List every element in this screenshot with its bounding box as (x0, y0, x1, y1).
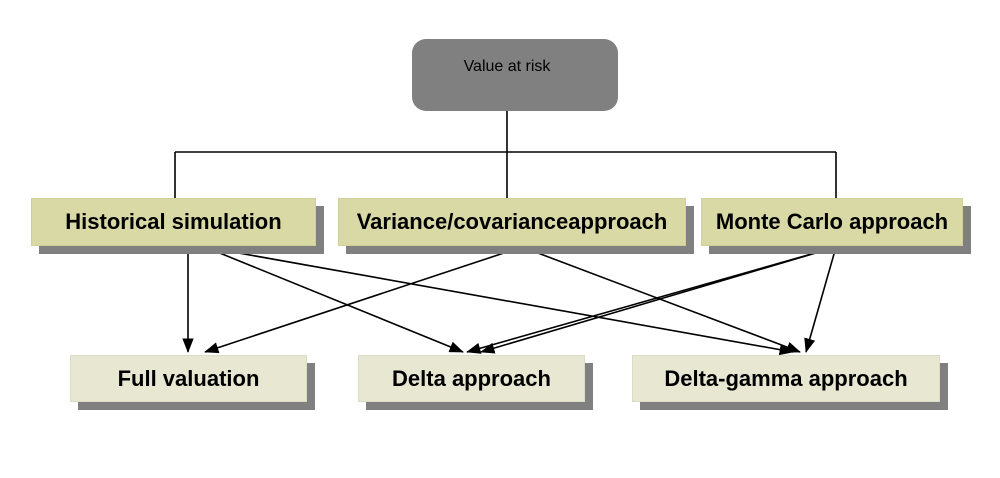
arrow-monte-carlo-approach-to-delta-approach-2 (466, 246, 837, 354)
node-label-monte-carlo-approach: Monte Carlo approach (715, 209, 949, 234)
node-label-historical-simulation: Historical simulation (65, 209, 282, 234)
node-label-variance-covariance-approach: Variance/covarianceapproach (356, 209, 668, 234)
arrow-variance-covariance-approach-to-full-valuation (204, 246, 523, 354)
node-label-full-valuation: Full valuation (117, 365, 260, 391)
arrow-historical-simulation-to-delta-approach (204, 246, 464, 353)
arrow-monte-carlo-approach-to-delta-gamma-approach (804, 246, 837, 353)
node-label-delta-gamma-approach: Delta-gamma approach (664, 365, 908, 391)
node-monte-carlo-approach[interactable]: Monte Carlo approach (701, 198, 963, 246)
node-shadow-value-at-risk (412, 39, 618, 111)
node-delta-approach[interactable]: Delta approach (358, 355, 585, 402)
node-variance-covariance-approach[interactable]: Variance/covarianceapproach (338, 198, 686, 246)
node-label-value-at-risk: Value at risk (463, 58, 551, 75)
node-label-delta-approach: Delta approach (392, 365, 551, 391)
node-historical-simulation[interactable]: Historical simulation (31, 198, 316, 246)
node-full-valuation[interactable]: Full valuation (70, 355, 307, 402)
arrow-group (182, 246, 837, 356)
node-delta-gamma-approach[interactable]: Delta-gamma approach (632, 355, 940, 402)
node-value-at-risk[interactable]: Value at risk (404, 31, 610, 103)
tree-connector-group (174, 103, 837, 198)
arrow-historical-simulation-to-delta-gamma-approach (204, 246, 794, 356)
